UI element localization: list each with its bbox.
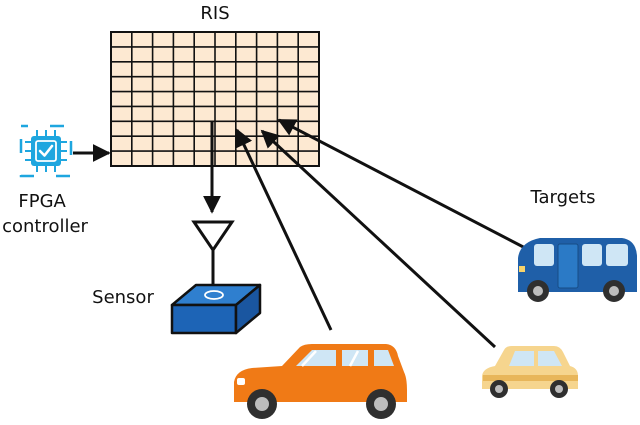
bus-to-ris-arrow (277, 118, 532, 253)
orange-car-to-ris-arrow (235, 128, 333, 331)
chip-icon (19, 124, 73, 178)
bus-icon (518, 238, 637, 302)
orange-car-icon (234, 344, 407, 419)
targets-label: Targets (529, 187, 595, 208)
fpga-label-line1: FPGA (18, 191, 66, 212)
ris-label: RIS (200, 3, 229, 24)
yellow-car-icon (482, 346, 578, 398)
fpga-label: FPGA controller (2, 191, 88, 237)
sensor-label: Sensor (92, 287, 154, 308)
ris-grid (110, 31, 320, 167)
sensor-box-icon (170, 283, 262, 335)
yellow-car-to-ris-arrow (260, 129, 497, 349)
fpga-label-line2: controller (2, 216, 88, 237)
